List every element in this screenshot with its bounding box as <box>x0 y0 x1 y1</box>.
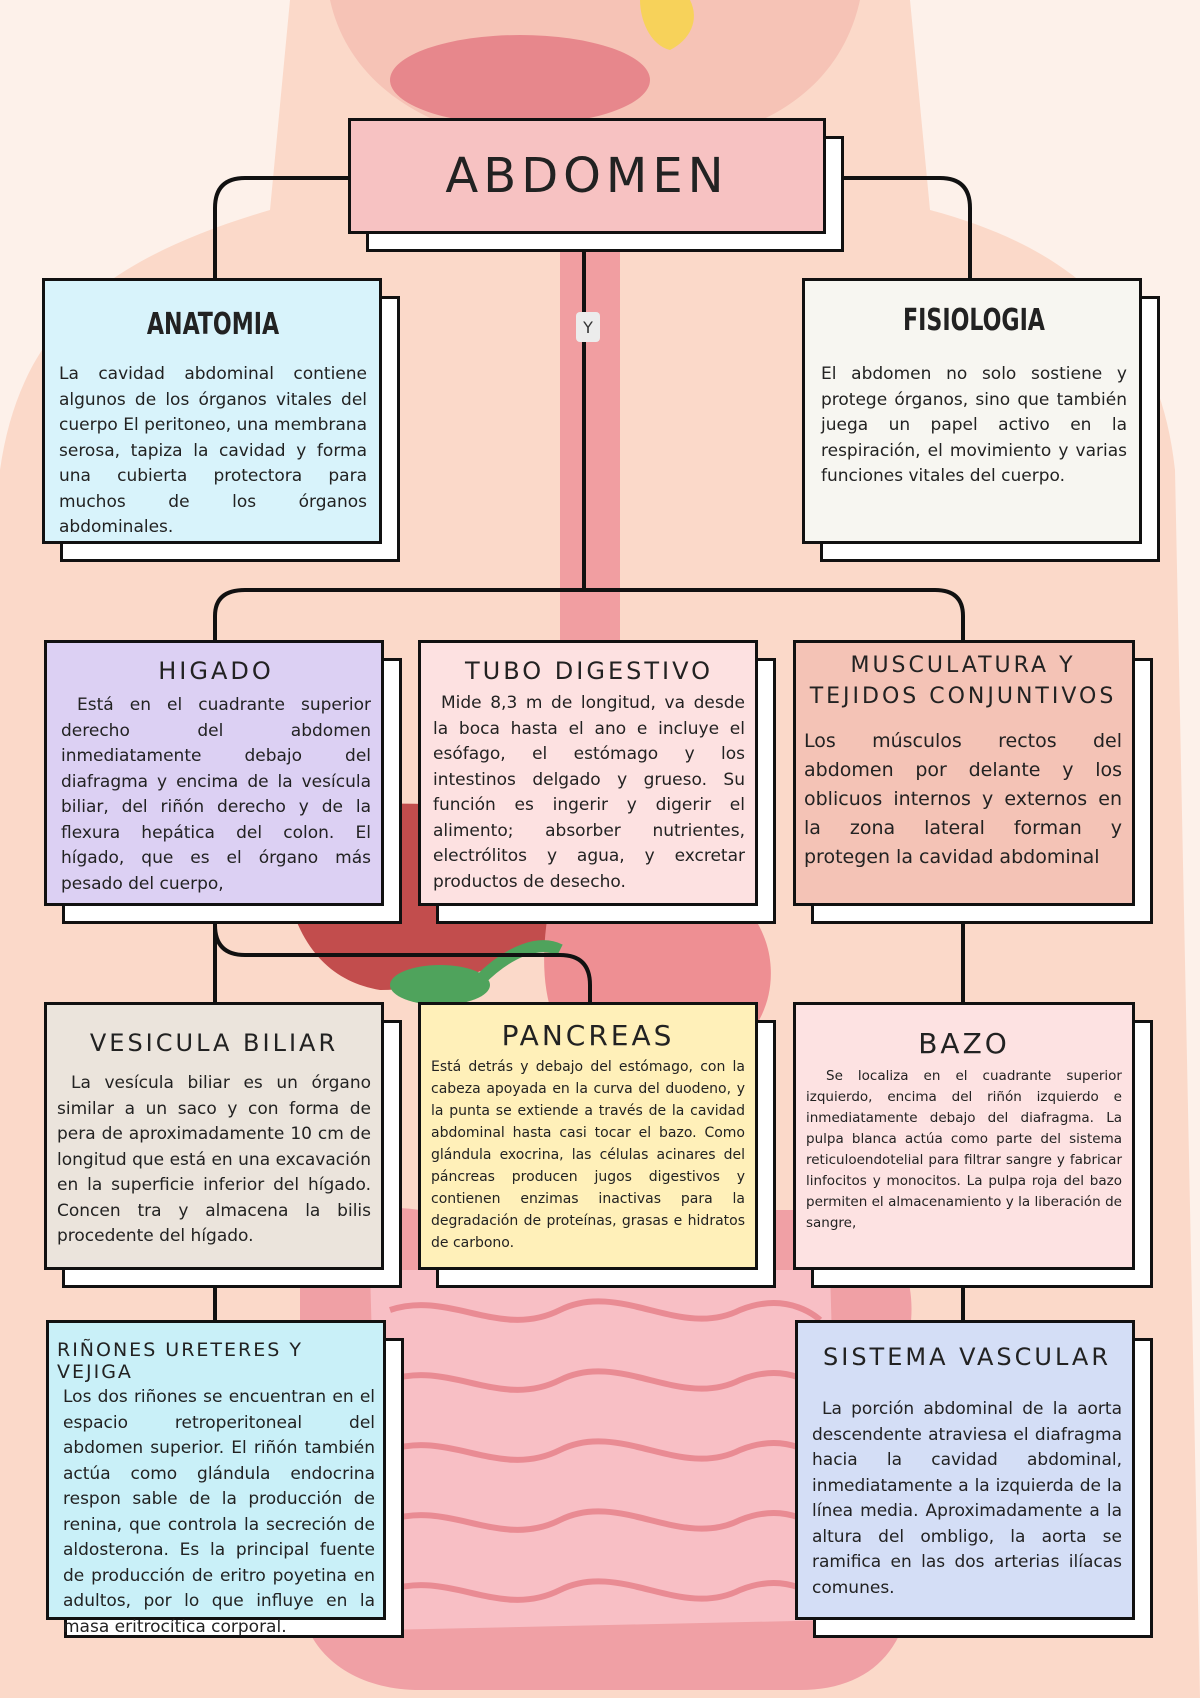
fisiologia-box: FISIOLOGIA El abdomen no solo sostiene y… <box>802 278 1142 544</box>
higado-title: HIGADO <box>158 657 274 685</box>
anatomia-title: ANATOMIA <box>146 307 280 342</box>
pancreas-box: PANCREAS Está detrás y debajo del estóma… <box>418 1002 758 1270</box>
rinones-box: RIÑONES URETERES Y VEJIGA Los dos riñone… <box>46 1320 386 1637</box>
page-title: ABDOMEN <box>445 148 729 204</box>
pancreas-text: Está detrás y debajo del estómago, con l… <box>431 1059 745 1251</box>
musculatura-text: Los músculos rectos del abdomen por dela… <box>804 730 1122 868</box>
musculatura-title-line2: TEJIDOS CONJUNTIVOS <box>809 684 1117 709</box>
small-intestine <box>370 1270 840 1630</box>
higado-box: HIGADO Está en el cuadrante superior der… <box>44 640 384 906</box>
sistema-vascular-title: SISTEMA VASCULAR <box>823 1343 1111 1371</box>
musculatura-box: MUSCULATURA Y TEJIDOS CONJUNTIVOS Los mú… <box>793 640 1135 906</box>
bazo-box: BAZO Se localiza en el cuadrante superio… <box>793 1002 1135 1270</box>
anatomia-box: ANATOMIA La cavidad abdominal contiene a… <box>42 278 382 544</box>
intestine-loops <box>389 1298 823 1603</box>
title-box: ABDOMEN <box>348 118 826 234</box>
vesicula-biliar-title: VESICULA BILIAR <box>89 1029 339 1057</box>
connector-label: Y <box>576 312 600 342</box>
higado-text: Está en el cuadrante superior derecho de… <box>61 695 371 894</box>
sistema-vascular-text: La porción abdominal de la aorta descend… <box>812 1399 1122 1598</box>
tubo-digestivo-text: Mide 8,3 m de longitud, va desde la boca… <box>433 693 745 892</box>
salivary-gland <box>640 0 694 50</box>
duct-shape <box>475 940 563 985</box>
bazo-text: Se localiza en el cuadrante superior izq… <box>806 1068 1122 1231</box>
pancreas-title: PANCREAS <box>501 1019 675 1052</box>
gallbladder-shape <box>390 965 490 1005</box>
musculatura-title-line1: MUSCULATURA Y <box>850 653 1076 678</box>
fisiologia-text: El abdomen no solo sostiene y protege ór… <box>821 364 1127 486</box>
fisiologia-title: FISIOLOGIA <box>903 303 1045 338</box>
anatomia-text: La cavidad abdominal contiene algunos de… <box>59 364 367 537</box>
tubo-digestivo-title: TUBO DIGESTIVO <box>465 657 713 685</box>
mouth-cavity <box>390 35 650 125</box>
rinones-title: RIÑONES URETERES Y VEJIGA <box>57 1339 303 1383</box>
tubo-digestivo-box: TUBO DIGESTIVO Mide 8,3 m de longitud, v… <box>418 640 758 906</box>
vesicula-biliar-box: VESICULA BILIAR La vesícula biliar es un… <box>44 1002 384 1270</box>
bazo-title: BAZO <box>918 1027 1010 1060</box>
rinones-text: Los dos riñones se encuentran en el espa… <box>63 1387 375 1637</box>
sistema-vascular-box: SISTEMA VASCULAR La porción abdominal de… <box>795 1320 1135 1620</box>
vesicula-biliar-text: La vesícula biliar es un órgano similar … <box>57 1073 371 1246</box>
